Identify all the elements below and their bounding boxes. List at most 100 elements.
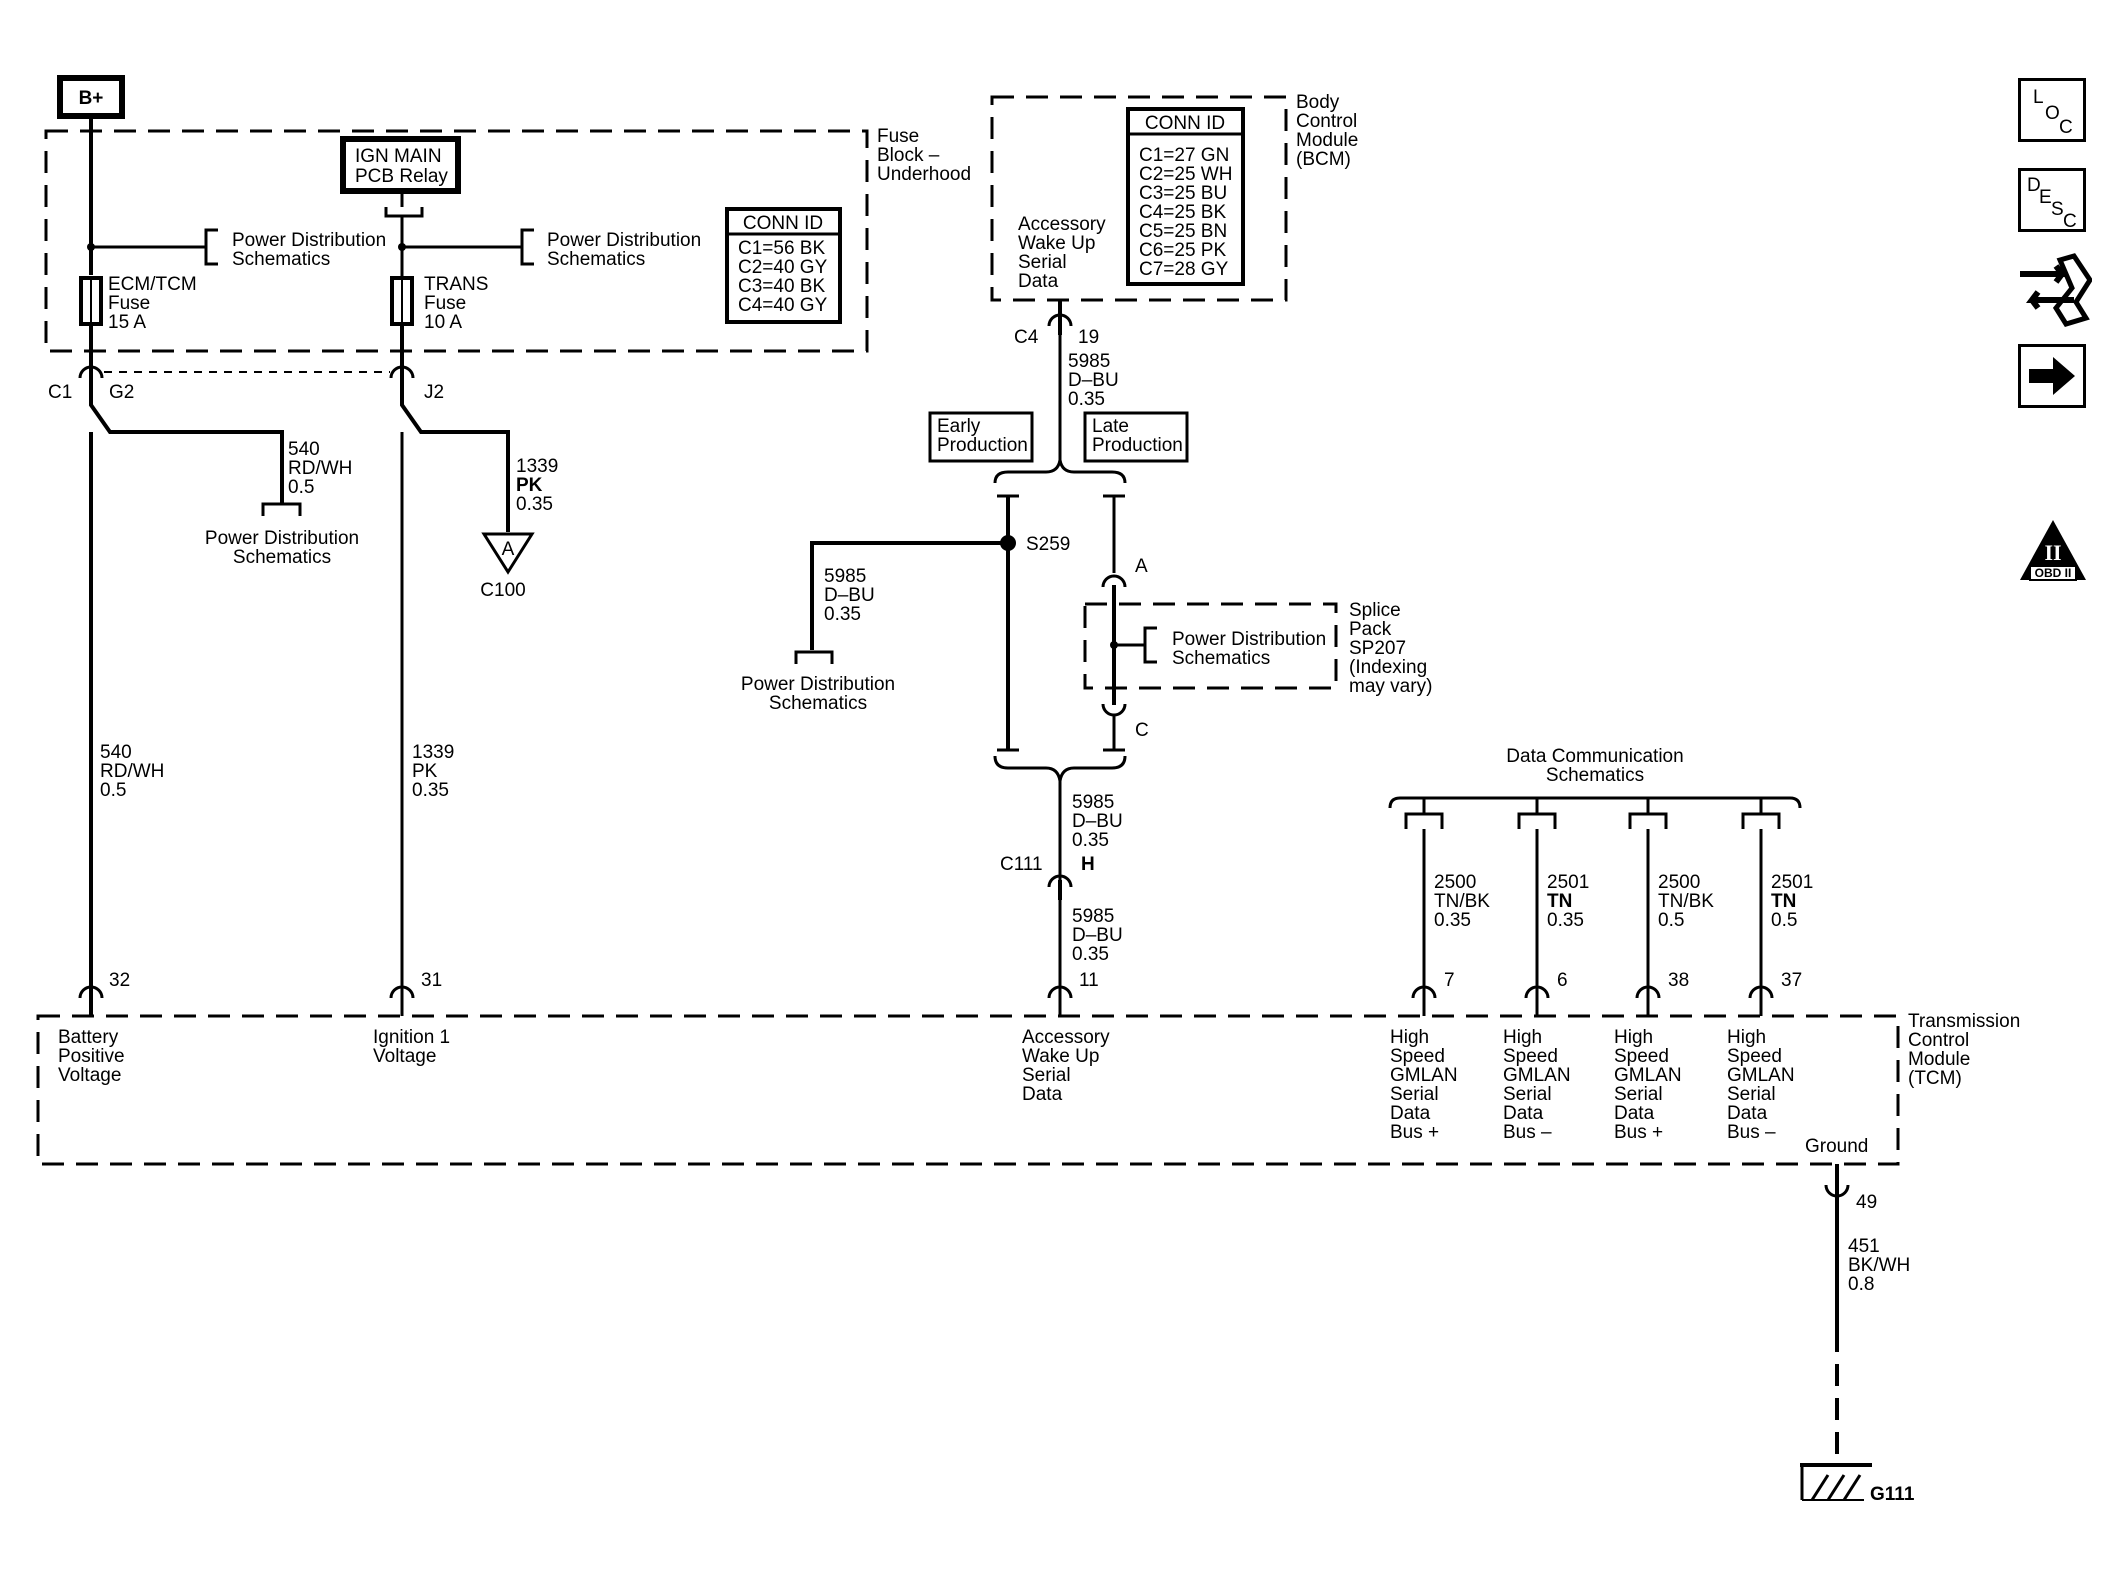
svg-text:D–BU: D–BU <box>824 585 875 606</box>
loc-icon-glyph: L O C <box>2033 87 2073 138</box>
battery-positive-source: B+ <box>57 75 125 119</box>
svg-text:0.35: 0.35 <box>1068 389 1105 410</box>
obd-ii-icon[interactable]: II OBD II <box>2016 516 2090 586</box>
tcm-pin-11: 11 <box>1079 970 1099 991</box>
svg-text:Block –: Block – <box>877 145 940 166</box>
svg-text:C6=25 PK: C6=25 PK <box>1139 240 1226 261</box>
svg-text:0.8: 0.8 <box>1848 1274 1874 1295</box>
svg-text:Splice: Splice <box>1349 600 1401 621</box>
svg-text:High: High <box>1614 1027 1653 1048</box>
gmlan-wire-1: 2500TN/BK0.357HighSpeedGMLANSerialDataBu… <box>1390 798 1490 1143</box>
svg-text:SP207: SP207 <box>1349 638 1406 659</box>
svg-text:Data: Data <box>1614 1103 1655 1124</box>
tcm-pin-number: 37 <box>1781 970 1802 991</box>
splice-pack-sp207-outline <box>1083 602 1338 690</box>
svg-text:C: C <box>2059 117 2073 138</box>
svg-text:C3=25 BU: C3=25 BU <box>1139 183 1227 204</box>
svg-text:451: 451 <box>1848 1236 1880 1257</box>
j2-label: J2 <box>424 382 444 403</box>
svg-text:Data: Data <box>1018 271 1059 292</box>
svg-text:TRANS: TRANS <box>424 274 488 295</box>
loc-icon[interactable]: L O C <box>2018 78 2086 142</box>
svg-text:C5=25 BN: C5=25 BN <box>1139 221 1227 242</box>
fuse-block-outline <box>44 129 869 353</box>
svg-text:Production: Production <box>1092 435 1183 456</box>
svg-text:0.5: 0.5 <box>288 477 314 498</box>
svg-text:C2=25 WH: C2=25 WH <box>1139 164 1232 185</box>
svg-text:A: A <box>1135 556 1148 577</box>
svg-text:Production: Production <box>937 435 1028 456</box>
svg-text:Module: Module <box>1908 1049 1970 1070</box>
svg-text:Bus +: Bus + <box>1390 1122 1439 1143</box>
wire-1339-branch-label: 1339 PK 0.35 <box>516 456 558 515</box>
b-plus-label: B+ <box>79 88 104 109</box>
svg-text:Transmission: Transmission <box>1908 1011 2020 1032</box>
svg-text:(BCM): (BCM) <box>1296 149 1351 170</box>
tcm-pin-connector <box>1748 985 1774 999</box>
svg-text:BK/WH: BK/WH <box>1848 1255 1910 1276</box>
svg-text:Late: Late <box>1092 416 1129 437</box>
tcm-title: Transmission Control Module (TCM) <box>1908 1011 2020 1089</box>
svg-text:High: High <box>1727 1027 1766 1048</box>
svg-text:II: II <box>2044 540 2061 565</box>
svg-text:540: 540 <box>100 742 132 763</box>
tcm-pin-11-label: Accessory Wake Up Serial Data <box>1022 1027 1110 1105</box>
tcm-pin-number: 38 <box>1668 970 1689 991</box>
s259-label: S259 <box>1026 534 1070 555</box>
svg-text:RD/WH: RD/WH <box>288 458 352 479</box>
svg-text:Wake Up: Wake Up <box>1022 1046 1099 1067</box>
connector-end-view-icon[interactable] <box>2016 250 2092 330</box>
svg-text:C: C <box>2063 211 2077 229</box>
tcm-pin-49: 49 <box>1856 1192 1877 1213</box>
desc-icon[interactable]: D E S C <box>2018 168 2086 232</box>
tcm-pin-32: 32 <box>109 970 130 991</box>
svg-text:Pack: Pack <box>1349 619 1392 640</box>
inline-connector-c111 <box>1047 874 1073 888</box>
svg-text:(Indexing: (Indexing <box>1349 657 1427 678</box>
svg-text:0.35: 0.35 <box>1072 830 1109 851</box>
pd-link-540: Power Distribution Schematics <box>205 528 359 568</box>
svg-text:Schematics: Schematics <box>1172 648 1270 669</box>
gmlan-wires: 2500TN/BK0.357HighSpeedGMLANSerialDataBu… <box>1390 798 1813 1143</box>
svg-text:5985: 5985 <box>1068 351 1110 372</box>
svg-text:D–BU: D–BU <box>1068 370 1119 391</box>
tcm-pin-connector <box>1635 985 1661 999</box>
next-arrow-icon[interactable] <box>2018 344 2086 408</box>
svg-text:Voltage: Voltage <box>58 1065 121 1086</box>
tcm-pin-number: 7 <box>1444 970 1455 991</box>
svg-text:D–BU: D–BU <box>1072 811 1123 832</box>
svg-text:(TCM): (TCM) <box>1908 1068 1962 1089</box>
svg-text:Power Distribution: Power Distribution <box>547 230 701 251</box>
gmlan-wire-3: 2500TN/BK0.538HighSpeedGMLANSerialDataBu… <box>1614 798 1714 1143</box>
svg-text:O: O <box>2045 103 2060 124</box>
svg-text:0.35: 0.35 <box>824 604 861 625</box>
svg-text:Bus +: Bus + <box>1614 1122 1663 1143</box>
svg-text:A: A <box>502 539 515 560</box>
svg-text:S: S <box>2051 199 2064 220</box>
svg-text:Speed: Speed <box>1390 1046 1445 1067</box>
svg-text:TN: TN <box>1547 891 1572 912</box>
svg-text:Power Distribution: Power Distribution <box>741 674 895 695</box>
svg-text:Data Communication: Data Communication <box>1506 746 1683 767</box>
svg-text:C: C <box>1135 720 1149 741</box>
wire-5985-left <box>810 541 1008 650</box>
tcm-pin-number: 6 <box>1557 970 1568 991</box>
fuse-block-conn-id: CONN ID C1=56 BK C2=40 GY C3=40 BK C4=40… <box>725 207 842 324</box>
svg-text:L: L <box>2033 87 2044 108</box>
svg-text:Serial: Serial <box>1022 1065 1071 1086</box>
svg-text:Battery: Battery <box>58 1027 119 1048</box>
svg-text:2501: 2501 <box>1771 872 1813 893</box>
svg-text:Serial: Serial <box>1503 1084 1552 1105</box>
bcm-c4-label: C4 <box>1014 327 1039 348</box>
svg-text:IGN MAIN: IGN MAIN <box>355 146 442 167</box>
svg-text:Power Distribution: Power Distribution <box>232 230 386 251</box>
svg-text:Data: Data <box>1022 1084 1063 1105</box>
svg-text:C1=56 BK: C1=56 BK <box>738 238 825 259</box>
svg-text:Power Distribution: Power Distribution <box>1172 629 1326 650</box>
c111-pin-h: H <box>1081 854 1095 875</box>
